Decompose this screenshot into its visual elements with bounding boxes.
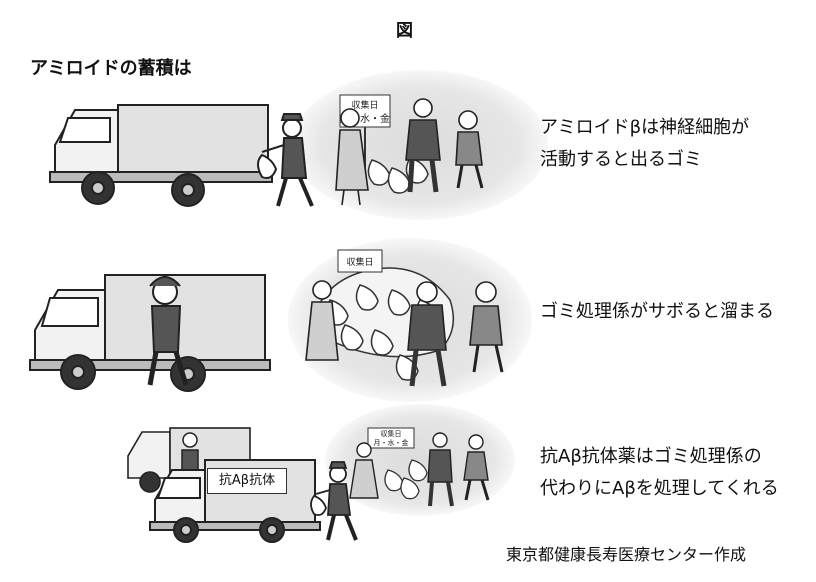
scene-3-caption-line-2: 代わりにAβを処理してくれる — [540, 478, 779, 499]
scene-2-caption-line-1: ゴミ処理係がサボると溜まる — [540, 301, 774, 322]
scene-1-caption-line-1: アミロイドβは神経細胞が — [540, 117, 750, 138]
scene-1-garbage-truck — [49, 104, 273, 207]
scene-3-garbage-bags — [384, 459, 428, 500]
scene-3-resting-worker — [181, 432, 199, 473]
scene-1-caption: アミロイドβは神経細胞が 活動すると出るゴミ — [540, 112, 749, 176]
scene-1-elderly-man — [455, 110, 484, 189]
scene-2-sign-text: 収集日 — [346, 256, 373, 268]
scene-1-caption-line-2: 活動すると出るゴミ — [540, 149, 702, 170]
scene-1-woman — [335, 108, 369, 206]
scene-3-businessman — [427, 432, 454, 507]
scene-3-woman — [349, 442, 379, 499]
scene-3-illustration: 収集日 月・水・金 — [127, 404, 515, 543]
diagram-heading: アミロイドの蓄積は — [30, 58, 192, 79]
scene-2-caption: ゴミ処理係がサボると溜まる — [540, 296, 774, 328]
scene-3-elderly-man — [463, 434, 490, 501]
scene-3-caption: 抗Aβ抗体薬はゴミ処理係の 代わりにAβを処理してくれる — [540, 441, 779, 505]
source-credit: 東京都健康長寿医療センター作成 — [506, 545, 747, 564]
figure-label: 図 — [396, 21, 413, 41]
scene-2-illustration: 収集日 — [29, 238, 532, 402]
scene-2-woman — [305, 280, 339, 361]
scene-2-garbage-truck — [29, 274, 271, 392]
antibody-truck-label: 抗Aβ抗体 — [207, 468, 287, 494]
svg-text:月・水・金: 月・水・金 — [374, 438, 409, 447]
scene-3-antibody-worker — [310, 461, 358, 541]
scene-1-sign-text: 収集日 — [351, 99, 378, 111]
scene-3-collection-sign: 収集日 月・水・金 — [367, 427, 415, 449]
scene-2-elderly-man — [469, 281, 504, 373]
scene-2-businessman — [407, 281, 447, 387]
scene-1-businessman — [405, 98, 441, 193]
scene-3-sign-text: 収集日 — [381, 429, 402, 438]
scene-2-lazy-worker — [147, 276, 189, 386]
scene-1-sanitation-worker — [257, 113, 314, 207]
scene-1-illustration: 収集日 月・水・金 — [49, 70, 548, 220]
scene-2-collection-sign: 収集日 — [337, 249, 383, 273]
scene-3-caption-line-1: 抗Aβ抗体薬はゴミ処理係の — [540, 446, 762, 467]
